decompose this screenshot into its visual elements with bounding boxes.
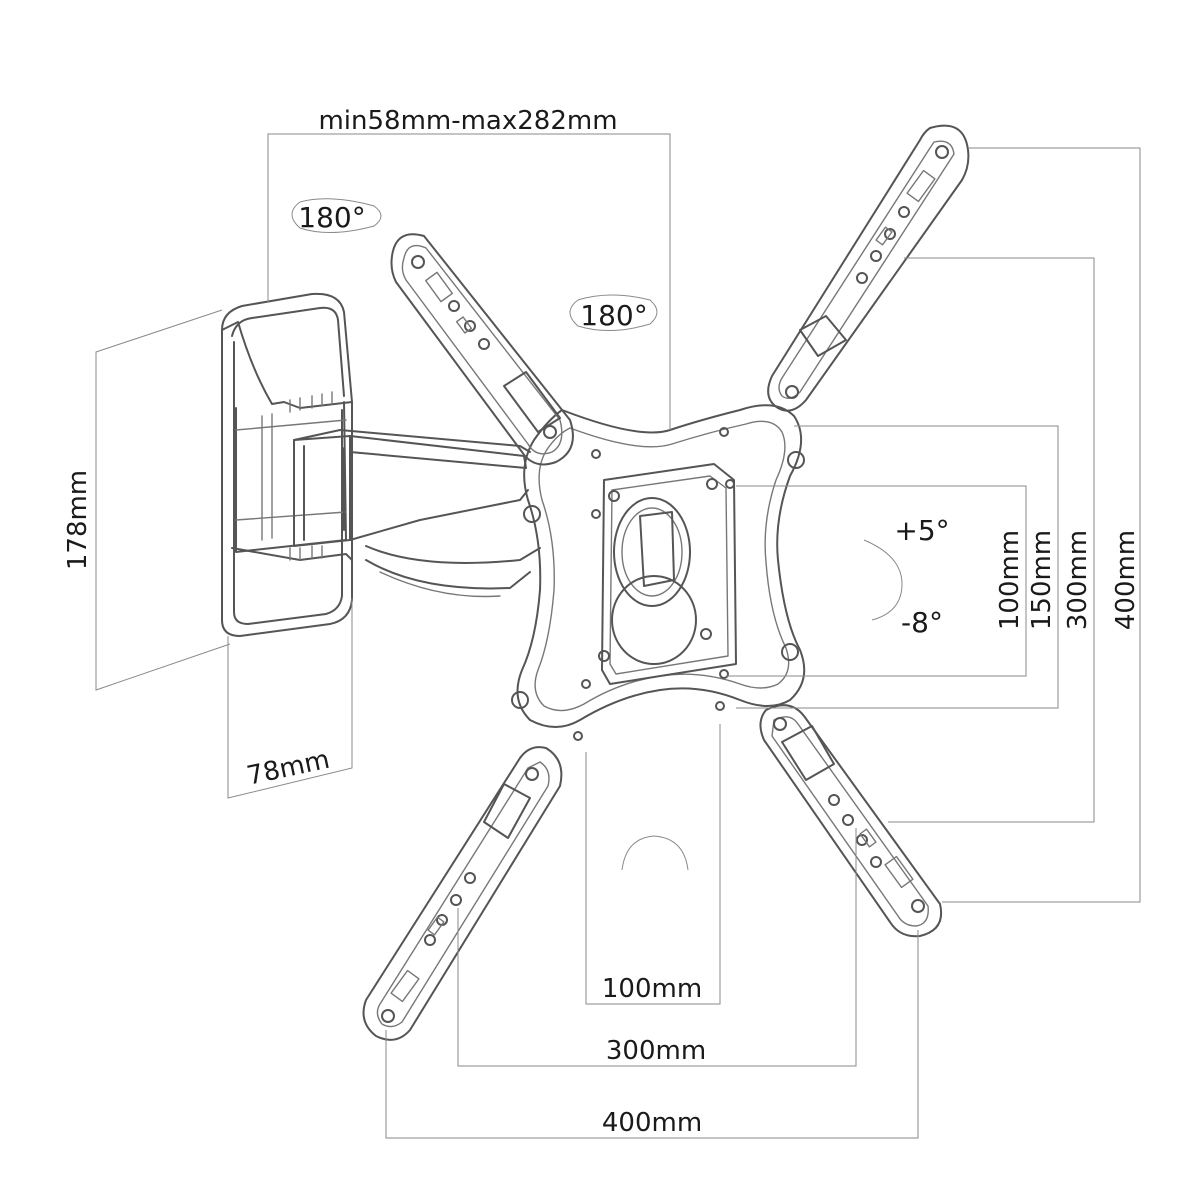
rotation-arc-indicator xyxy=(621,835,689,871)
vesa-vertical-400-label: 400mm xyxy=(1111,530,1141,630)
vesa-plate xyxy=(511,404,806,741)
swivel-head-indicator: 180° xyxy=(569,294,658,332)
vesa-vertical-100-label: 100mm xyxy=(995,530,1025,630)
tilt-down-label: -8° xyxy=(901,606,943,639)
vesa-vertical-300-label: 300mm xyxy=(1063,530,1093,630)
mounting-arm-lower-right xyxy=(759,704,942,938)
extension-range-label: min58mm-max282mm xyxy=(318,106,617,136)
tilt-up-label: +5° xyxy=(894,514,949,547)
dimension-extension-lines xyxy=(267,133,671,430)
mounting-arm-upper-right xyxy=(767,124,970,412)
dimension-height-lines xyxy=(95,309,231,691)
swivel-arm-indicator: 180° xyxy=(291,198,382,234)
vesa-horizontal-400-label: 400mm xyxy=(602,1108,702,1138)
dimension-vesa-vertical-lines xyxy=(726,147,1141,903)
dimension-depth-lines xyxy=(227,598,353,799)
dimension-vesa-horizontal-lines xyxy=(385,724,919,1139)
vesa-vertical-150-label: 150mm xyxy=(1027,530,1057,630)
vesa-horizontal-300-label: 300mm xyxy=(606,1036,706,1066)
wall-plate-height-label: 178mm xyxy=(63,470,93,570)
wall-plate xyxy=(221,292,353,637)
tilt-indicator: +5° -8° xyxy=(863,514,950,639)
swivel-head-angle-label: 180° xyxy=(580,299,647,332)
swivel-arm-angle-label: 180° xyxy=(298,201,365,234)
mounting-arm-upper-left xyxy=(390,233,574,466)
wall-plate-depth-label: 78mm xyxy=(244,745,332,792)
vesa-horizontal-100-label: 100mm xyxy=(602,974,702,1004)
mounting-arm-lower-left xyxy=(362,746,563,1041)
